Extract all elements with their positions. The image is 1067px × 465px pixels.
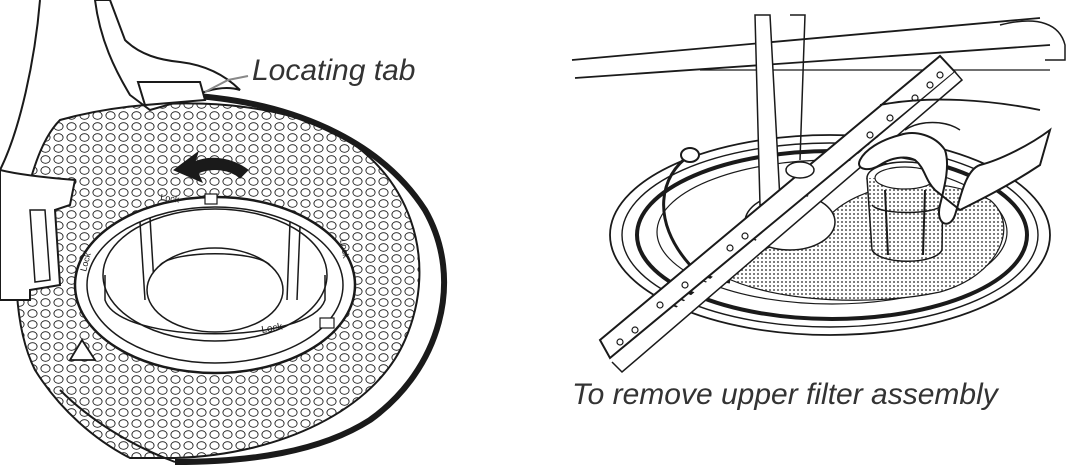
ring-marking-top: Lock <box>160 192 181 205</box>
tub-rim <box>174 92 447 465</box>
hand-outline <box>93 0 241 112</box>
warning-triangle-icon <box>68 338 97 361</box>
rotate-arrow-icon <box>173 150 249 183</box>
center-dome <box>146 247 284 333</box>
hand-outline-right <box>858 127 1052 225</box>
locating-tab <box>136 81 207 107</box>
right-figure-filter-removal <box>571 14 1066 374</box>
spray-arm-tube <box>754 14 781 206</box>
ring-marking-left: Lock <box>78 251 93 272</box>
locating-tab-label: Locating tab <box>252 54 416 87</box>
left-figure-filter-locating: Lock Lock Lock Lock <box>0 0 447 465</box>
remove-filter-caption: To remove upper filter assembly <box>572 378 998 411</box>
ring-marking-bottom: Lock <box>261 321 285 336</box>
ring-marking-right: Lock <box>338 239 351 260</box>
upper-filter-assembly <box>866 161 944 262</box>
callout-leader-line <box>204 75 249 93</box>
